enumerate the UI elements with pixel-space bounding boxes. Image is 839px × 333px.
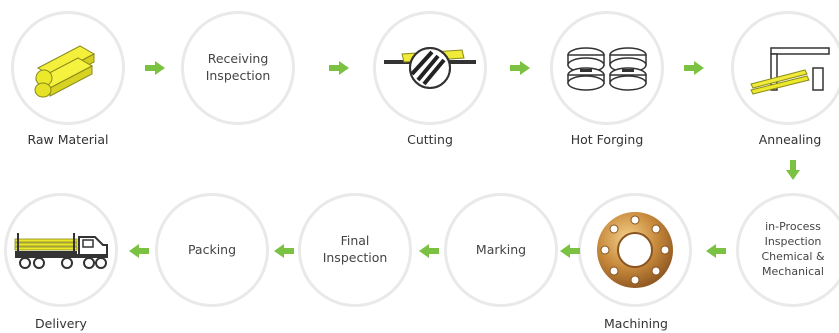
arrow-left-icon	[274, 244, 294, 258]
arrow-left-icon	[129, 244, 149, 258]
step-cutting	[373, 11, 487, 125]
arrow-right-icon	[510, 61, 530, 75]
arrow-right-icon	[684, 61, 704, 75]
arrow-left-icon	[706, 244, 726, 258]
step-text-in-process-inspection: in-Process Inspection Chemical & Mechani…	[761, 220, 825, 278]
step-receiving-inspection: Receiving Inspection	[181, 11, 295, 125]
step-text-receiving-inspection: Receiving Inspection	[205, 51, 271, 83]
saw-cutting-icon	[384, 47, 476, 89]
step-raw-material	[11, 11, 125, 125]
arrow-down-icon	[786, 160, 800, 180]
step-label-cutting: Cutting	[407, 132, 453, 147]
arrow-right-icon	[329, 61, 349, 75]
yellow-bars-icon	[34, 45, 96, 98]
step-label-annealing: Annealing	[758, 132, 822, 147]
arrow-left-icon	[419, 244, 439, 258]
furnace-icon	[750, 47, 830, 95]
step-delivery	[4, 193, 118, 307]
step-hot-forging	[550, 11, 664, 125]
bronze-flange-icon	[597, 212, 673, 288]
arrow-right-icon	[145, 61, 165, 75]
step-label-raw-material: Raw Material	[27, 132, 109, 147]
step-text-marking: Marking	[475, 241, 527, 257]
step-label-delivery: Delivery	[35, 316, 87, 331]
step-label-hot-forging: Hot Forging	[570, 132, 644, 147]
forging-dies-icon	[567, 47, 647, 91]
step-text-final-inspection: Final Inspection	[322, 233, 388, 265]
step-packing: Packing	[155, 193, 269, 307]
step-machining	[578, 193, 692, 307]
step-in-process-inspection: in-Process Inspection Chemical & Mechani…	[736, 193, 839, 307]
step-text-packing: Packing	[187, 241, 237, 257]
step-annealing	[731, 11, 839, 125]
step-label-machining: Machining	[604, 316, 668, 331]
arrow-left-icon	[560, 244, 580, 258]
step-marking: Marking	[444, 193, 558, 307]
step-final-inspection: Final Inspection	[298, 193, 412, 307]
truck-icon	[14, 233, 108, 269]
